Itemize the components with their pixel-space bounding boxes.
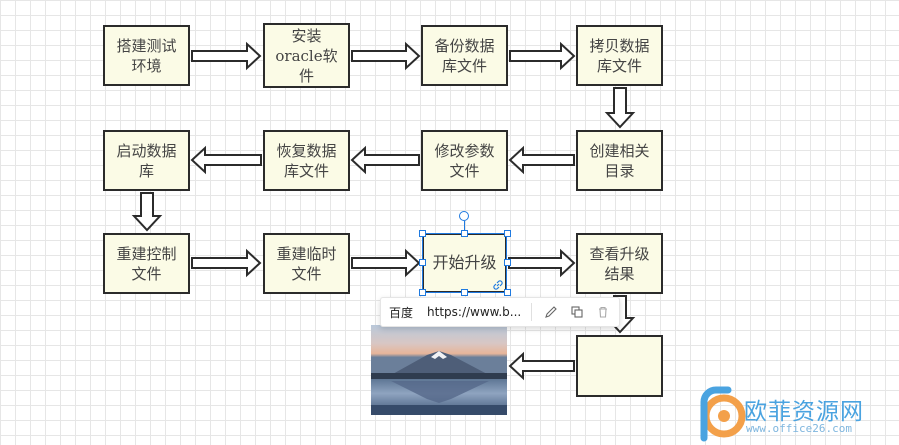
node-start-upgrade[interactable]: 开始升级 — [422, 233, 507, 293]
copy-icon[interactable] — [564, 302, 590, 322]
resize-handle-nw[interactable] — [419, 230, 426, 237]
link-label[interactable]: 百度 — [389, 305, 414, 320]
delete-icon[interactable] — [590, 302, 616, 322]
mountain-lake-photo[interactable] — [371, 325, 507, 415]
rotate-handle[interactable] — [459, 211, 469, 221]
arrow-modify-to-restore — [350, 145, 420, 175]
link-url[interactable]: https://www.b... — [427, 305, 522, 319]
arrow-control-to-temp — [191, 248, 262, 278]
arrow-upgrade-to-check — [508, 248, 576, 278]
resize-handle-ne[interactable] — [504, 230, 511, 237]
arrow-start-to-control — [131, 192, 163, 232]
edit-icon[interactable] — [538, 302, 564, 322]
node-modify-params[interactable]: 修改参数 文件 — [421, 130, 508, 191]
node-backup-db-files[interactable]: 备份数据 库文件 — [421, 25, 508, 86]
watermark-url: www.office26.com — [746, 422, 852, 435]
watermark-logo-icon — [700, 386, 746, 442]
node-start-db[interactable]: 启动数据 库 — [103, 130, 190, 191]
node-install-oracle[interactable]: 安装 oracle软 件 — [263, 23, 350, 88]
node-setup-env[interactable]: 搭建测试 环境 — [103, 25, 190, 86]
node-empty-box[interactable] — [576, 335, 663, 397]
arrow-install-to-backup — [351, 41, 421, 71]
resize-handle-w[interactable] — [419, 259, 426, 266]
toolbar-divider — [531, 303, 533, 321]
node-copy-db-files[interactable]: 拷贝数据 库文件 — [576, 25, 663, 86]
node-restore-db-files[interactable]: 恢复数据 库文件 — [263, 130, 350, 191]
node-rebuild-temp[interactable]: 重建临时 文件 — [263, 233, 350, 294]
node-rebuild-control[interactable]: 重建控制 文件 — [103, 233, 190, 294]
arrow-setup-to-install — [191, 41, 262, 71]
node-check-result[interactable]: 查看升级 结果 — [576, 233, 663, 294]
watermark-title: 欧菲资源网 — [744, 399, 864, 425]
resize-handle-s[interactable] — [461, 289, 468, 296]
watermark: 欧菲资源网 www.office26.com — [686, 380, 896, 444]
resize-handle-se[interactable] — [504, 289, 511, 296]
arrow-restore-to-start — [190, 145, 262, 175]
arrow-temp-to-upgrade — [351, 248, 421, 278]
arrow-copy-to-create — [604, 87, 636, 129]
arrow-backup-to-copy — [509, 41, 576, 71]
resize-handle-n[interactable] — [461, 230, 468, 237]
link-icon[interactable] — [492, 279, 504, 291]
resize-handle-e[interactable] — [504, 259, 511, 266]
resize-handle-sw[interactable] — [419, 289, 426, 296]
rotate-connector — [464, 221, 465, 233]
arrow-create-to-modify — [508, 145, 575, 175]
arrow-empty-to-photo — [508, 351, 575, 381]
link-toolbar: 百度 https://www.b... — [380, 297, 620, 327]
node-create-dirs[interactable]: 创建相关 目录 — [576, 130, 663, 191]
